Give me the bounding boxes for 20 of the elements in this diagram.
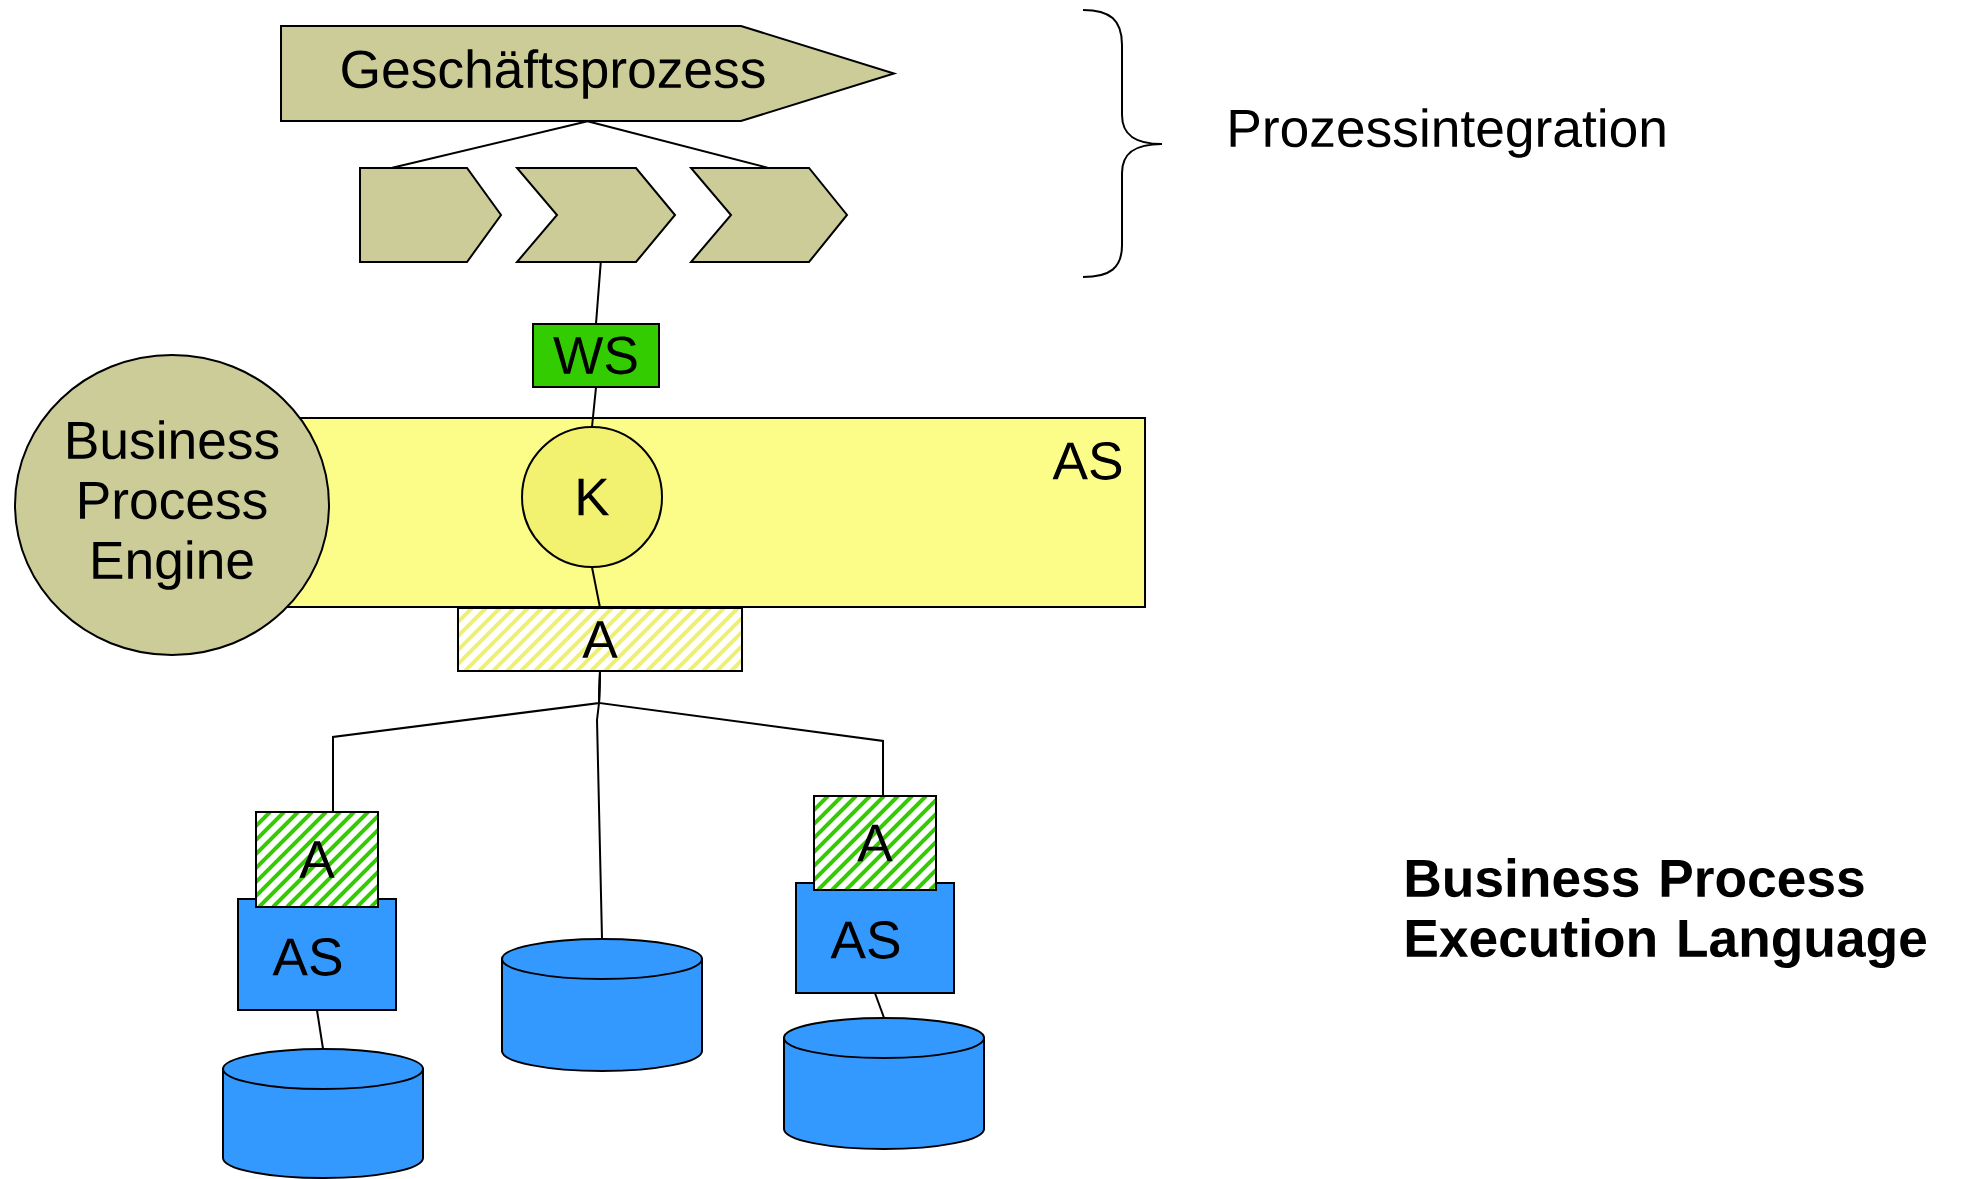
connector-line	[591, 386, 597, 428]
connector-line	[391, 120, 589, 169]
server-box: AS	[237, 898, 397, 1011]
connector-line	[591, 566, 601, 609]
database-cylinder	[783, 1017, 985, 1150]
chevron-shape	[688, 167, 849, 263]
database-cylinder	[222, 1048, 424, 1179]
database-cylinder	[501, 938, 703, 1072]
chevron-shape	[359, 167, 503, 263]
connector-line	[586, 120, 769, 169]
title-label: Business Process Execution Language	[1406, 858, 1926, 968]
service-box: WS	[532, 323, 660, 388]
connector-line	[595, 261, 602, 325]
connector-line	[598, 670, 884, 797]
adapter-box: A	[457, 607, 743, 672]
server-box: AS	[795, 882, 955, 994]
connector-line	[874, 992, 885, 1019]
chevron-shape	[514, 167, 677, 263]
group-label: Prozessintegration	[1230, 108, 1665, 158]
connector-line	[316, 1009, 324, 1050]
